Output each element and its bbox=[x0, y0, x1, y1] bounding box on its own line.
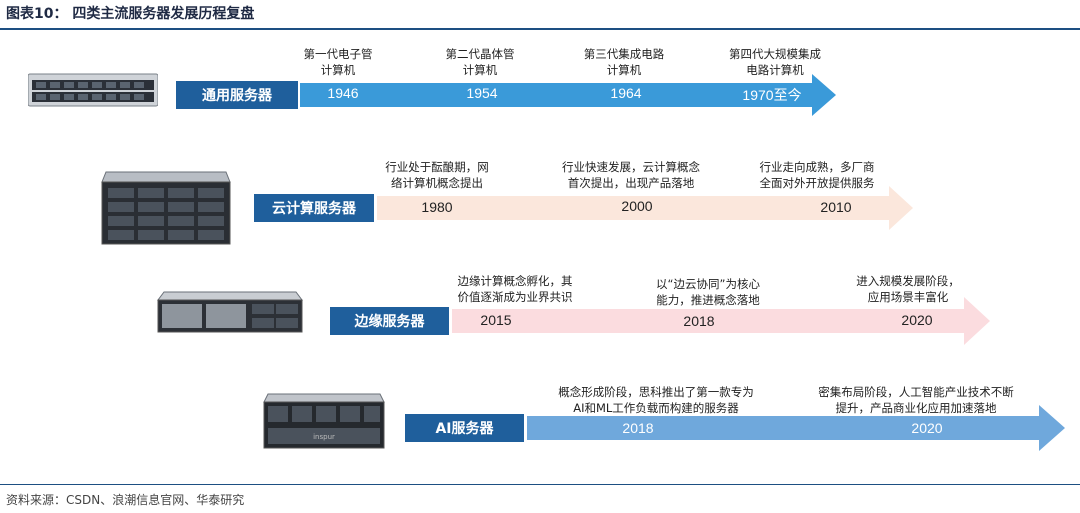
event-year: 1954 bbox=[466, 85, 498, 101]
event-year: 2018 bbox=[683, 313, 715, 329]
event-desc: 以“边云协同”为核心能力，推进概念落地 bbox=[656, 277, 760, 307]
category-label-general-server: 通用服务器 bbox=[176, 81, 298, 109]
event-year: 1964 bbox=[610, 85, 642, 101]
bottom-divider bbox=[0, 484, 1080, 485]
timeline-arrow-edge-server bbox=[452, 297, 990, 345]
event-year: 2010 bbox=[820, 199, 852, 215]
event-year: 2000 bbox=[621, 198, 653, 214]
event-year: 2020 bbox=[911, 420, 943, 436]
event-desc: 行业走向成熟，多厂商全面对外开放提供服务 bbox=[759, 160, 875, 190]
category-label-cloud-server: 云计算服务器 bbox=[254, 194, 374, 222]
rack-server-2u-image bbox=[101, 171, 231, 245]
timeline-arrow-cloud-server bbox=[377, 186, 913, 230]
event-year: 2018 bbox=[622, 420, 654, 436]
ai-server-image: inspur bbox=[263, 393, 385, 449]
category-label-edge-server: 边缘服务器 bbox=[330, 307, 449, 335]
event-year: 1946 bbox=[327, 85, 359, 101]
source-note: 资料来源：CSDN、浪潮信息官网、华泰研究 bbox=[6, 493, 245, 507]
event-year: 2020 bbox=[901, 312, 933, 328]
event-desc: 第三代集成电路计算机 bbox=[583, 47, 665, 77]
svg-text:inspur: inspur bbox=[313, 433, 335, 441]
event-desc: 第四代大规模集成电路计算机 bbox=[729, 47, 821, 77]
timeline-arrow-ai-server bbox=[527, 405, 1065, 451]
event-desc: 边缘计算概念孵化，其价值逐渐成为业界共识 bbox=[457, 274, 573, 304]
rack-server-1u-image bbox=[28, 73, 158, 107]
figure-title: 图表10： 四类主流服务器发展历程复盘 bbox=[6, 6, 255, 22]
event-year: 1970至今 bbox=[742, 87, 802, 103]
event-desc: 行业处于酝酿期，网络计算机概念提出 bbox=[385, 160, 489, 190]
timeline-arrow-general-server bbox=[300, 74, 836, 116]
event-desc: 第二代晶体管计算机 bbox=[445, 47, 515, 77]
event-desc: 第一代电子管计算机 bbox=[303, 47, 373, 77]
event-desc: 密集布局阶段，人工智能产业技术不断提升，产品商业化应用加速落地 bbox=[818, 385, 1014, 415]
event-desc: 行业快速发展，云计算概念首次提出，出现产品落地 bbox=[562, 160, 700, 190]
event-desc: 进入规模发展阶段，应用场景丰富化 bbox=[856, 274, 960, 304]
category-label-ai-server: AI服务器 bbox=[405, 414, 524, 442]
event-year: 2015 bbox=[480, 312, 512, 328]
event-year: 1980 bbox=[421, 199, 453, 215]
edge-server-image bbox=[157, 291, 303, 333]
top-divider bbox=[0, 28, 1080, 30]
